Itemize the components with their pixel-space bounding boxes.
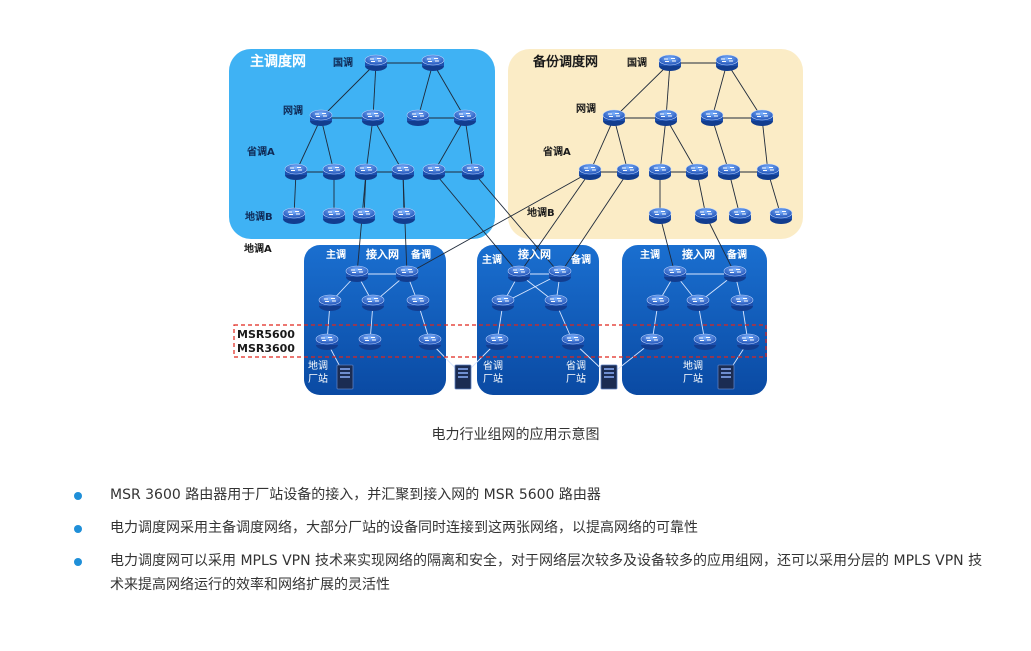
access-mid-title: 接入网 — [518, 247, 551, 261]
access-mid-backup-label: 备调 — [570, 253, 591, 266]
backup-net-province-label: 省调A — [542, 145, 571, 158]
access-right-site-label: 地调厂站 — [683, 359, 703, 385]
backup-net-national-label: 国调 — [627, 56, 647, 69]
access-mid-site-left-label: 省调厂站 — [483, 359, 503, 385]
bullet-text: 电力调度网可以采用 MPLS VPN 技术来实现网络的隔离和安全，对于网络层次较… — [110, 553, 983, 593]
bullet-list: MSR 3600 路由器用于厂站设备的接入，并汇聚到接入网的 MSR 5600 … — [70, 483, 990, 606]
access-right-backup-label: 备调 — [726, 248, 747, 261]
bullet-dot-icon — [74, 525, 82, 533]
bullet-item: 电力调度网采用主备调度网络，大部分厂站的设备同时连接到这两张网络，以提高网络的可… — [70, 516, 990, 540]
bullet-dot-icon — [74, 492, 82, 500]
access-network-panel-left — [304, 245, 446, 395]
backup-net-local-b-label: 地调B — [527, 206, 555, 219]
access-right-main-label: 主调 — [640, 248, 660, 261]
bullet-item: 电力调度网可以采用 MPLS VPN 技术来实现网络的隔离和安全，对于网络层次较… — [70, 549, 990, 597]
bullet-item: MSR 3600 路由器用于厂站设备的接入，并汇聚到接入网的 MSR 5600 … — [70, 483, 990, 507]
access-network-panel-right — [622, 245, 767, 395]
access-left-main-label: 主调 — [326, 248, 346, 261]
backup-dispatch-network-panel — [508, 49, 803, 239]
local-a-label: 地调A — [244, 242, 272, 255]
main-net-province-label: 省调A — [246, 145, 275, 158]
msr-highlight-box — [233, 324, 767, 358]
backup-net-regional-label: 网调 — [576, 102, 596, 115]
access-network-panel-middle — [477, 245, 599, 395]
access-right-title: 接入网 — [682, 247, 715, 261]
main-net-title: 主调度网 — [250, 53, 306, 70]
access-mid-site-right-label: 省调厂站 — [566, 359, 586, 385]
figure-caption: 电力行业组网的应用示意图 — [431, 427, 600, 443]
access-mid-main-label: 主调 — [482, 253, 502, 266]
access-left-title: 接入网 — [366, 247, 399, 261]
main-net-local-b-label: 地调B — [245, 210, 273, 223]
network-diagram: 主调度网 国调 网调 省调A 地调B 备份调度网 国调 网调 省调A 地调B 地… — [229, 49, 803, 395]
msr5600-label: MSR5600 — [237, 328, 295, 341]
main-net-regional-label: 网调 — [283, 104, 303, 117]
main-net-national-label: 国调 — [333, 56, 353, 69]
msr3600-label: MSR3600 — [237, 342, 295, 355]
access-left-backup-label: 备调 — [410, 248, 431, 261]
backup-network-links — [406, 62, 782, 275]
bullet-text: MSR 3600 路由器用于厂站设备的接入，并汇聚到接入网的 MSR 5600 … — [110, 487, 601, 503]
backup-net-title: 备份调度网 — [532, 54, 598, 70]
bullet-dot-icon — [74, 558, 82, 566]
access-left-site-label: 地调厂站 — [308, 359, 328, 385]
bullet-text: 电力调度网采用主备调度网络，大部分厂站的设备同时连接到这两张网络，以提高网络的可… — [110, 520, 698, 536]
